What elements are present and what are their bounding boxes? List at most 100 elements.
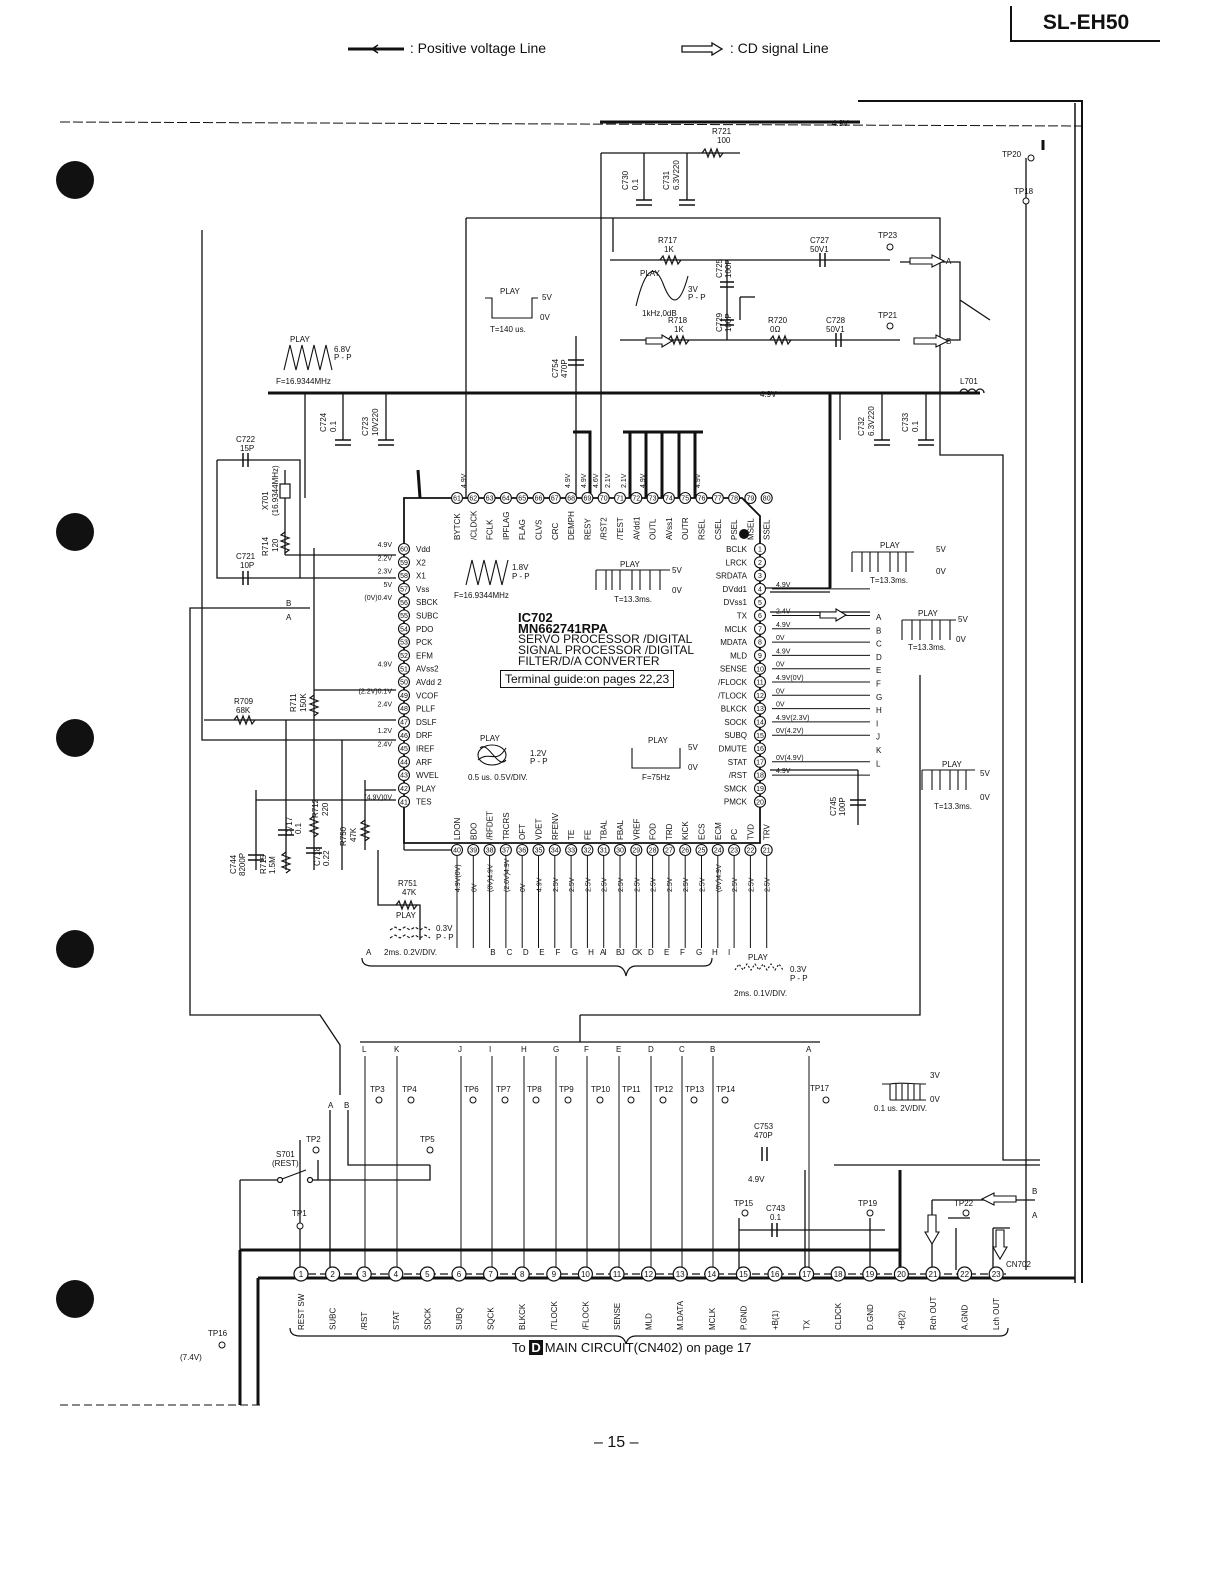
- resistor-r711: [308, 694, 320, 717]
- pin-number-42: 42: [400, 786, 408, 793]
- capacitor-c717: [278, 829, 294, 836]
- pin-number-21: 21: [763, 848, 771, 855]
- pin-59: [397, 556, 411, 569]
- bottom-voltage: 2.5V: [732, 877, 739, 892]
- rail-top-voltage: 4.9V: [832, 119, 849, 128]
- right-voltage: 4.9V: [776, 648, 791, 655]
- r720-label: R720: [768, 316, 788, 325]
- w7-play: PLAY: [918, 609, 939, 618]
- pin-14: [753, 715, 767, 728]
- connector-pin-22: [956, 1266, 973, 1282]
- c753-value: 470P: [754, 1131, 773, 1140]
- pin-label-bottom: TE: [567, 830, 576, 840]
- pin-label-top: AVss1: [665, 517, 674, 540]
- pin-3: [753, 569, 767, 582]
- right-voltage: 0V: [776, 662, 785, 669]
- binding-hole: [56, 1280, 94, 1318]
- tp19-dot: [866, 1209, 874, 1217]
- c718-value: 0.22: [322, 850, 331, 866]
- w7-t: T=13.3ms.: [908, 643, 946, 652]
- pin-64: [499, 491, 512, 505]
- cn702-label: CN702: [1006, 1260, 1031, 1269]
- pin-number-15: 15: [756, 733, 764, 740]
- pin-number-52: 52: [400, 653, 408, 660]
- c730-value: 0.1: [631, 178, 640, 190]
- ab-left-a: A: [286, 613, 292, 622]
- bottom-voltage: 2.5V: [618, 877, 625, 892]
- pin-number-4: 4: [758, 587, 762, 594]
- pin-number-7: 7: [758, 626, 762, 633]
- pin-57: [397, 582, 411, 595]
- connector-pin-label: SQCK: [487, 1307, 496, 1330]
- capacitor-c722: [242, 453, 249, 467]
- bottom-voltage: 2.5V: [569, 877, 576, 892]
- tp19-label: TP19: [858, 1199, 878, 1208]
- test-point-label: TP4: [402, 1085, 417, 1094]
- connector-pin-label: STAT: [392, 1311, 401, 1330]
- bottom-voltage: 0V: [520, 883, 527, 892]
- connector-pin-label: Lch OUT: [992, 1298, 1001, 1330]
- capacitor-c733: [918, 439, 934, 446]
- connector-pin-label: M.DATA: [676, 1300, 685, 1330]
- cd-arrow-down1: [924, 1214, 940, 1246]
- pin-38: [483, 843, 496, 857]
- pin-71: [613, 491, 627, 505]
- w13-s: 0.1 us. 2V/DIV.: [874, 1104, 927, 1113]
- bus-letter: C: [876, 640, 882, 649]
- pin-label-left: ARF: [416, 758, 432, 767]
- connector-pin-label: /FLOCK: [581, 1300, 590, 1330]
- top-voltage: 4.9V: [565, 473, 572, 488]
- w11-p: P - P: [436, 933, 454, 942]
- right-voltage: 0V: [776, 635, 785, 642]
- cd-arrow-b-bot: [980, 1192, 1017, 1206]
- test-point-dot: [596, 1096, 604, 1104]
- pin-10: [753, 662, 767, 675]
- waveform-7: [901, 619, 956, 640]
- bottom-voltage: 2.5V: [585, 877, 592, 892]
- connector-pin-number: 4: [394, 1270, 399, 1279]
- pin-number-59: 59: [400, 560, 408, 567]
- pin-number-66: 66: [535, 496, 543, 503]
- w8-v: 1.2V: [530, 749, 547, 758]
- resistor-r750: [359, 819, 371, 842]
- c733-value: 0.1: [911, 420, 920, 432]
- legend-cd-signal-text: : CD signal Line: [729, 40, 829, 56]
- waveform-8b: [477, 746, 507, 763]
- bottom-voltage: 2.5V: [667, 877, 674, 892]
- ab-labels: B A A B A B B A: [286, 257, 1038, 1220]
- tp5-dot: [426, 1146, 434, 1154]
- bus-letter: I: [876, 719, 878, 728]
- waveform-8: [477, 744, 507, 766]
- connector-pin-number: 17: [802, 1270, 811, 1279]
- pin-28: [646, 843, 659, 857]
- waveform-6: [851, 551, 914, 572]
- pin-number-17: 17: [756, 759, 764, 766]
- pin-label-top: MSEL: [746, 518, 755, 540]
- c745-value: 100P: [838, 797, 847, 816]
- pin-label-right: SUBQ: [724, 731, 747, 740]
- right-voltage: 4.9V(2.3V): [776, 715, 809, 722]
- bus-letter: G: [876, 693, 882, 702]
- connector-pin-label: /TLOCK: [550, 1300, 559, 1330]
- top-voltage: 4.9V: [640, 473, 647, 488]
- w4-p: P - P: [512, 572, 530, 581]
- r751-value: 47K: [402, 888, 417, 897]
- c731-value: 6.3V220: [672, 160, 681, 190]
- pin-36: [516, 843, 529, 857]
- c729-value: 100P: [724, 313, 733, 332]
- ab-left-b: B: [286, 599, 291, 608]
- pin-63: [483, 491, 496, 505]
- bus-letter: H: [876, 706, 882, 715]
- to-prefix: To: [512, 1340, 526, 1355]
- right-voltage: 2.4V: [776, 609, 791, 616]
- pin-12: [753, 689, 767, 702]
- bottom-voltage: 2.5V: [748, 877, 755, 892]
- connector-pin-label: REST SW: [297, 1293, 306, 1330]
- bus-letter: B: [490, 948, 495, 957]
- cd-arrow-b-top: [913, 334, 950, 348]
- right-voltage: 4.9V(0V): [776, 675, 804, 682]
- top-voltage: 4.9V: [695, 473, 702, 488]
- left-voltage: 4.9V: [378, 662, 393, 669]
